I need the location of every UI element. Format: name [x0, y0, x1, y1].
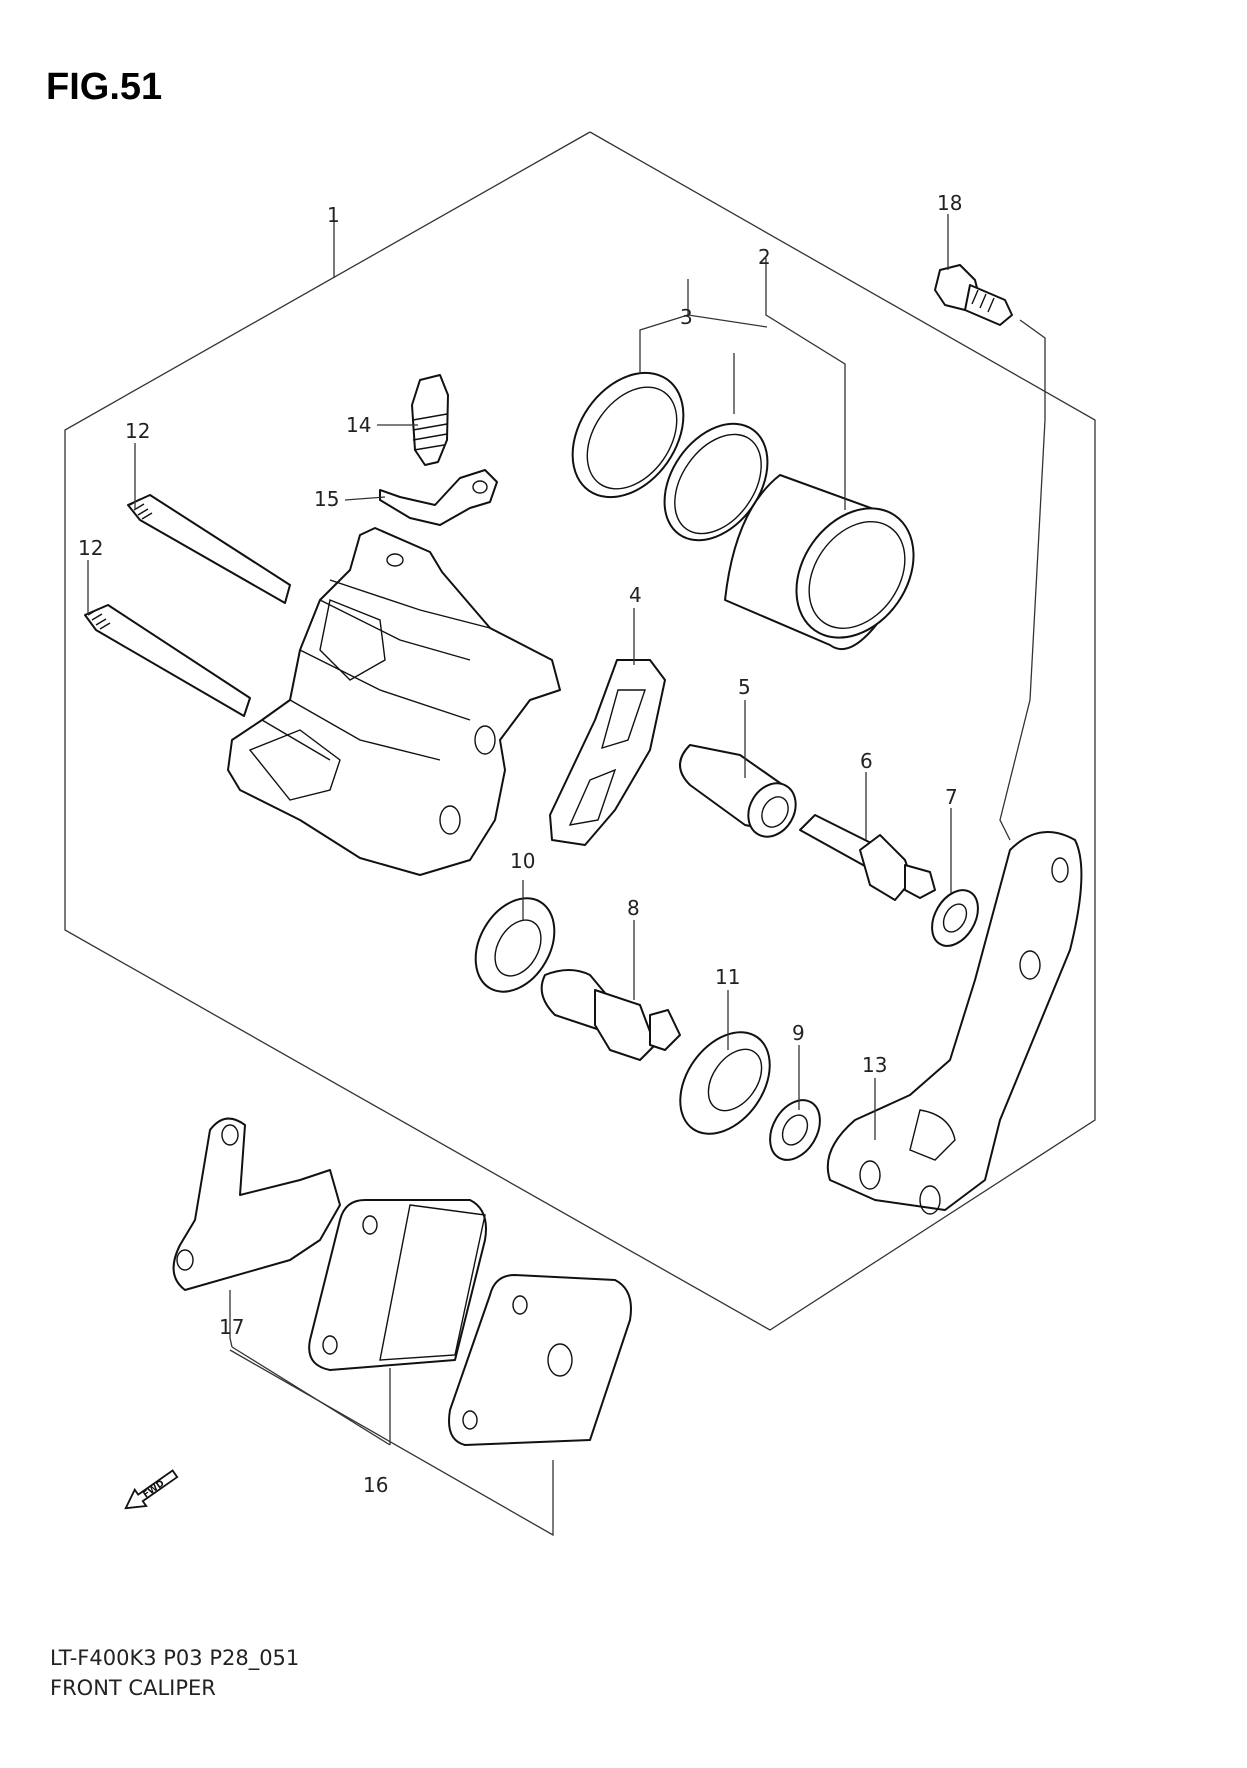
callout-9: 9 — [792, 1021, 805, 1045]
callout-2: 2 — [758, 245, 771, 269]
callout-labels: 1 2 3 12 14 15 12 4 5 6 7 10 8 11 9 13 1… — [78, 191, 962, 1497]
brake-pad-part-16-b — [448, 1274, 632, 1446]
piston-seal-part-3-a — [571, 371, 685, 499]
diagram-code: LT-F400K3 P03 P28_051 — [50, 1646, 300, 1670]
figure-title: FIG.51 — [46, 66, 163, 108]
bleeder-screw-part-14 — [411, 374, 449, 466]
callout-5: 5 — [738, 675, 751, 699]
slide-pin-part-12-upper — [127, 494, 291, 604]
pad-spring-part-4 — [549, 659, 666, 846]
bolt-part-6 — [799, 814, 936, 901]
leader-lines — [87, 214, 1046, 1537]
callout-7: 7 — [945, 785, 958, 809]
boot-part-10 — [474, 897, 556, 993]
callout-13: 13 — [862, 1053, 887, 1077]
callout-8: 8 — [627, 896, 640, 920]
assembly-boundary — [64, 131, 1096, 1331]
callout-14: 14 — [346, 413, 371, 437]
brake-pad-part-16-a — [308, 1199, 487, 1371]
washer-part-9 — [769, 1099, 821, 1161]
bolt-part-18 — [934, 264, 1013, 326]
callout-18: 18 — [937, 191, 962, 215]
callout-10: 10 — [510, 849, 535, 873]
callout-12-lower: 12 — [78, 536, 103, 560]
sleeve-part-5 — [679, 744, 797, 838]
caliper-body-part-1 — [227, 527, 561, 876]
svg-text:FWD: FWD — [141, 1479, 166, 1501]
caliper-bracket-part-13 — [826, 831, 1083, 1215]
callout-6: 6 — [860, 749, 873, 773]
callout-1: 1 — [327, 203, 340, 227]
pin-part-8 — [540, 969, 681, 1061]
callout-16: 16 — [363, 1473, 388, 1497]
washer-part-7 — [931, 889, 979, 947]
callout-17: 17 — [219, 1315, 244, 1339]
slide-pin-part-12-lower — [84, 604, 251, 717]
fwd-arrow-icon: FWD — [124, 1469, 179, 1510]
bleeder-cap-part-15 — [379, 469, 498, 526]
diagram-caption: FRONT CALIPER — [50, 1676, 216, 1700]
callout-3: 3 — [680, 305, 693, 329]
callout-15: 15 — [314, 487, 339, 511]
callout-11: 11 — [715, 965, 740, 989]
pad-shim-part-17 — [172, 1117, 341, 1291]
piston-part-2 — [724, 474, 915, 650]
callout-4: 4 — [629, 583, 642, 607]
callout-12-upper: 12 — [125, 419, 150, 443]
boot-part-11 — [679, 1031, 771, 1135]
